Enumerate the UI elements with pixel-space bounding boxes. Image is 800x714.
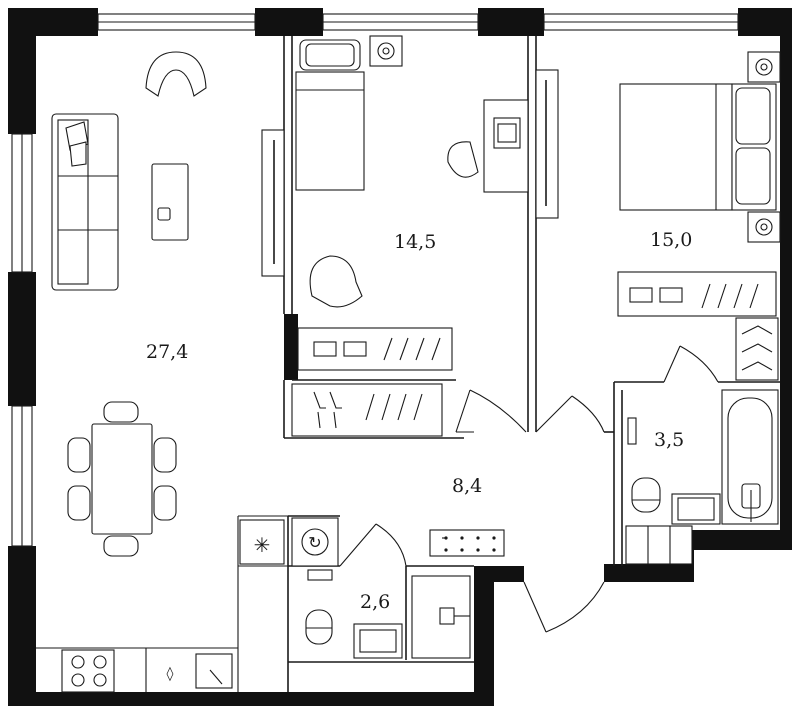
bathroom-furniture xyxy=(625,389,779,565)
sink-drop-icon: ◊ xyxy=(167,666,174,682)
outer-walls xyxy=(8,8,792,706)
master-bedroom-furniture xyxy=(617,51,781,381)
area-bedroom-small: 14,5 xyxy=(394,231,436,253)
washer-icon: ↻ xyxy=(308,533,321,552)
area-living-kitchen: 27,4 xyxy=(146,341,188,363)
hallway-furniture: ↻ xyxy=(291,517,505,659)
doors xyxy=(339,345,719,633)
area-bathroom: 3,5 xyxy=(654,429,684,451)
small-bedroom-furniture xyxy=(291,35,559,437)
living-furniture: ✳ ◊ xyxy=(51,51,285,693)
hood-icon: ✳ xyxy=(254,533,271,557)
area-labels: 27,4 14,5 15,0 3,5 8,4 2,6 xyxy=(146,229,692,613)
area-wc: 2,6 xyxy=(360,591,390,613)
shoe-rack-dots xyxy=(444,536,496,552)
area-bedroom-master: 15,0 xyxy=(650,229,692,251)
area-hallway: 8,4 xyxy=(452,475,482,497)
